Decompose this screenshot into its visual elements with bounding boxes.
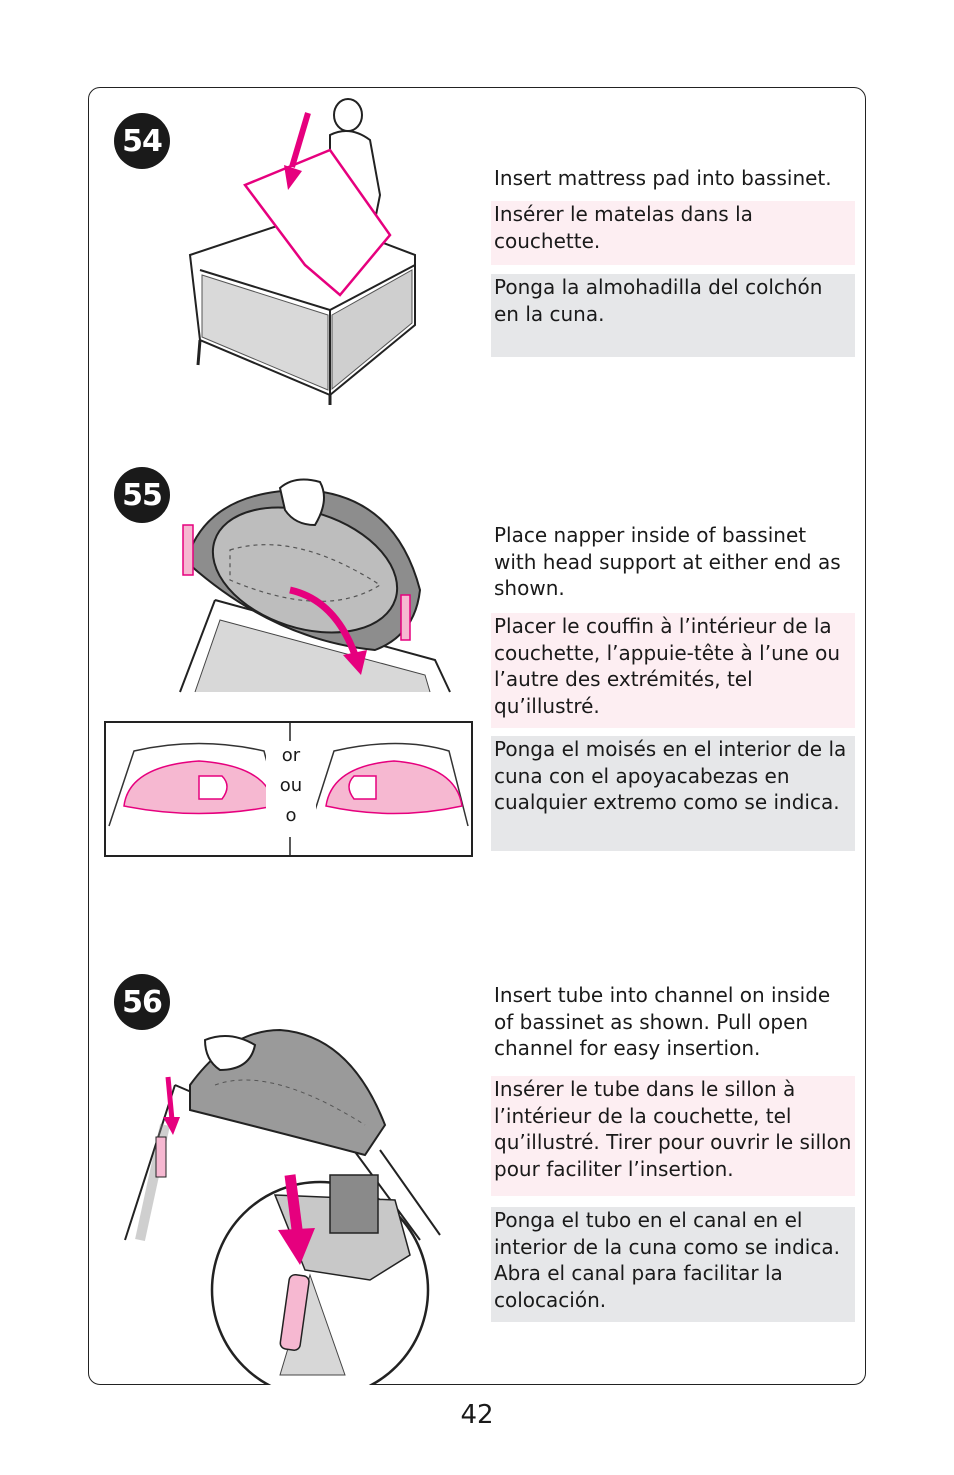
step-56-text-fr: Insérer le tube dans le sillon à l’intér… bbox=[491, 1076, 855, 1196]
step-55-text-es: Ponga el moisés en el interior de la cun… bbox=[491, 736, 855, 851]
step-54-illustration bbox=[188, 98, 416, 405]
or-label-en: or bbox=[266, 741, 316, 771]
step-54-text-en: Insert mattress pad into bassinet. bbox=[491, 165, 855, 193]
step-56-text-es: Ponga el tubo en el canal en el interior… bbox=[491, 1207, 855, 1322]
step-55-badge: 55 bbox=[114, 467, 170, 523]
step-55-text-en: Place napper inside of bassinet with hea… bbox=[491, 522, 855, 604]
step-56-badge: 56 bbox=[114, 974, 170, 1030]
step-55-text-fr: Placer le couffin à l’intérieur de la co… bbox=[491, 613, 855, 728]
or-label-es: o bbox=[266, 801, 316, 831]
step-56-text-en: Insert tube into channel on inside of ba… bbox=[491, 982, 855, 1064]
step-54-badge: 54 bbox=[114, 113, 170, 169]
step-54-text-es: Ponga la almohadilla del colchón en la c… bbox=[491, 274, 855, 357]
page-number: 42 bbox=[460, 1400, 494, 1430]
page-frame bbox=[88, 87, 866, 1385]
step-56-illustration bbox=[124, 1028, 441, 1385]
step-54-text-fr: Insérer le matelas dans la couchette. bbox=[491, 201, 855, 265]
or-label-fr: ou bbox=[266, 771, 316, 801]
step-55-illustration bbox=[179, 478, 451, 693]
